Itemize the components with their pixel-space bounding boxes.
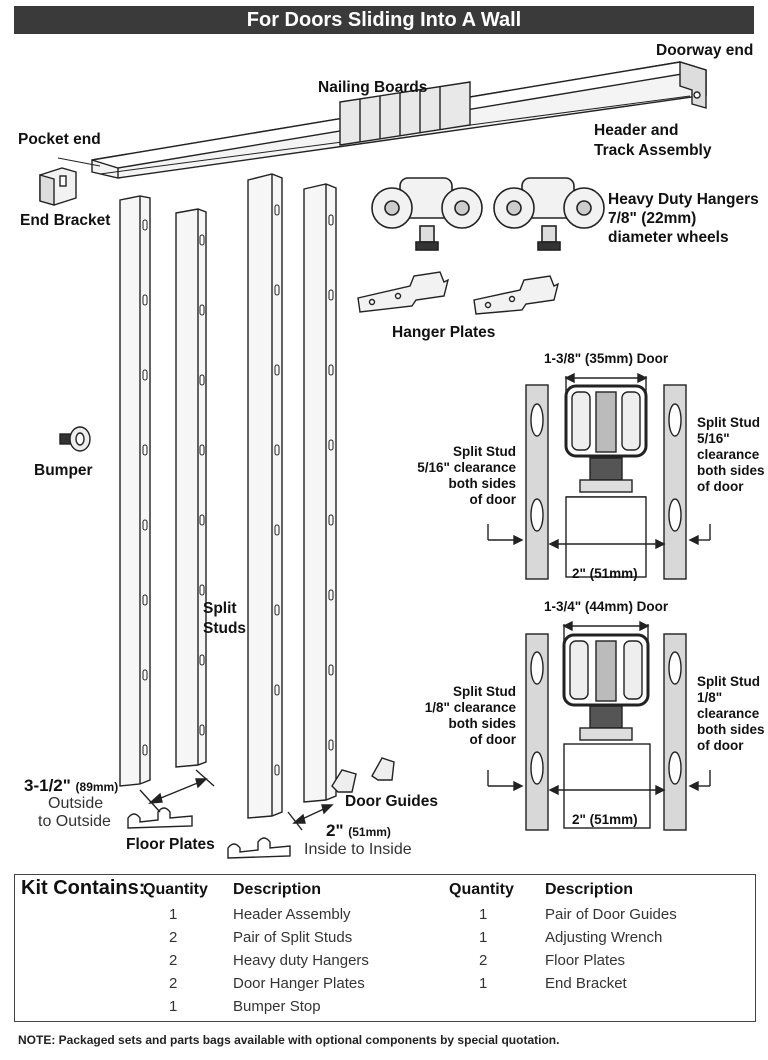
kit-header-qty-1: Quantity <box>143 881 208 898</box>
outside-dim-value: 3-1/2" <box>24 776 71 795</box>
bumper-label: Bumper <box>34 462 93 479</box>
kit-header-qty-2: Quantity <box>449 881 514 898</box>
kit-contents-table: Kit Contains: Quantity Description Quant… <box>14 874 756 1022</box>
detail-top-left-1: Split Stud <box>453 444 516 459</box>
header-track-assembly <box>91 61 707 179</box>
kit-right-qty: 2 <box>479 952 488 969</box>
detail-top-right-4: both sides <box>697 463 765 478</box>
detail-bottom-left-4: of door <box>469 732 517 747</box>
kit-left-qty: 1 <box>169 906 178 923</box>
outside-dim-label: 3-1/2" (89mm) <box>24 777 118 796</box>
outside-dimension <box>139 769 215 813</box>
detail-bottom-width-label: 2" (51mm) <box>572 812 638 827</box>
split-studs-label-2: Studs <box>203 620 247 637</box>
outside-label-2: to Outside <box>38 813 111 830</box>
floor-plate-2 <box>227 837 291 859</box>
inside-label: Inside to Inside <box>304 841 412 858</box>
detail-bottom-right-1: Split Stud <box>697 674 760 689</box>
kit-right-qty: 1 <box>479 929 488 946</box>
inside-dim-mm: (51mm) <box>348 825 391 839</box>
detail-bottom <box>487 620 711 831</box>
hangers-label-1: Heavy Duty Hangers <box>608 191 759 208</box>
kit-right-qty: 1 <box>479 906 488 923</box>
hanger-plates-label: Hanger Plates <box>392 324 496 341</box>
detail-top-left-3: both sides <box>448 476 516 491</box>
detail-bottom-left-2: 1/8" clearance <box>424 700 516 715</box>
detail-bottom-right-4: both sides <box>697 722 765 737</box>
inside-dimension <box>287 804 334 831</box>
detail-bottom-right-5: of door <box>697 738 744 753</box>
detail-top-right-5: of door <box>697 479 744 494</box>
kit-header-desc-1: Description <box>233 881 322 898</box>
title-banner: For Doors Sliding Into A Wall <box>14 6 754 34</box>
end-bracket-part <box>39 167 77 206</box>
door-guides-part <box>331 757 395 793</box>
kit-left-desc: Heavy duty Hangers <box>233 952 369 969</box>
footer-note: NOTE: Packaged sets and parts bags avail… <box>18 1033 560 1047</box>
hanger-1 <box>371 177 483 251</box>
kit-right-qty: 1 <box>479 975 488 992</box>
hanger-plate-2 <box>473 275 560 315</box>
inside-dim-value: 2" <box>326 821 344 840</box>
detail-bottom-left-3: both sides <box>448 716 516 731</box>
header-track-label-2: Track Assembly <box>594 142 712 159</box>
pocket-end-leader <box>57 157 101 167</box>
detail-top-right-2: 5/16" <box>697 431 730 446</box>
kit-left-qty: 2 <box>169 975 178 992</box>
kit-left-qty: 1 <box>169 998 178 1015</box>
stud-slots <box>142 204 334 776</box>
inside-dim-label: 2" (51mm) <box>326 822 391 841</box>
kit-left-desc: Header Assembly <box>233 906 351 923</box>
split-stud-1 <box>119 195 151 787</box>
split-stud-4 <box>303 183 337 803</box>
hanger-plate-1 <box>357 271 450 313</box>
outside-label-1: Outside <box>48 795 104 812</box>
kit-left-desc: Door Hanger Plates <box>233 975 365 992</box>
end-bracket-label: End Bracket <box>20 212 111 229</box>
detail-top <box>487 372 711 580</box>
nailing-boards-label: Nailing Boards <box>318 79 428 96</box>
split-stud-3 <box>247 173 283 819</box>
kit-left-desc: Bumper Stop <box>233 998 321 1015</box>
kit-left-qty: 2 <box>169 929 178 946</box>
detail-bottom-door-label: 1-3/4" (44mm) Door <box>544 599 669 614</box>
kit-header-desc-2: Description <box>545 881 634 898</box>
hangers-label-2: 7/8" (22mm) <box>608 210 697 227</box>
detail-top-left-4: of door <box>469 492 517 507</box>
outside-dim-mm: (89mm) <box>75 780 119 794</box>
floor-plates-label: Floor Plates <box>126 836 215 853</box>
header-track-label-1: Header and <box>594 122 679 139</box>
detail-top-width-label: 2" (51mm) <box>572 566 638 581</box>
detail-bottom-left-1: Split Stud <box>453 684 516 699</box>
bumper-part <box>59 426 91 452</box>
split-studs-label-1: Split <box>203 600 237 617</box>
split-stud-2 <box>175 208 207 768</box>
pocket-end-label: Pocket end <box>18 131 101 148</box>
kit-left-qty: 2 <box>169 952 178 969</box>
kit-right-desc: Pair of Door Guides <box>545 906 677 923</box>
kit-title: Kit Contains: <box>21 877 146 899</box>
detail-top-left-2: 5/16" clearance <box>417 460 516 475</box>
detail-top-right-3: clearance <box>697 447 760 462</box>
detail-bottom-right-3: clearance <box>697 706 760 721</box>
doorway-end-label: Doorway end <box>656 42 754 59</box>
door-guides-label: Door Guides <box>345 793 439 810</box>
hangers-label-3: diameter wheels <box>608 229 729 246</box>
kit-left-desc: Pair of Split Studs <box>233 929 353 946</box>
detail-top-right-1: Split Stud <box>697 415 760 430</box>
kit-right-desc: End Bracket <box>545 975 627 992</box>
kit-right-desc: Floor Plates <box>545 952 626 969</box>
kit-right-desc: Adjusting Wrench <box>545 929 663 946</box>
detail-bottom-right-2: 1/8" <box>697 690 723 705</box>
detail-top-door-label: 1-3/8" (35mm) Door <box>544 351 669 366</box>
floor-plate-1 <box>127 807 193 829</box>
hanger-2 <box>493 177 605 251</box>
